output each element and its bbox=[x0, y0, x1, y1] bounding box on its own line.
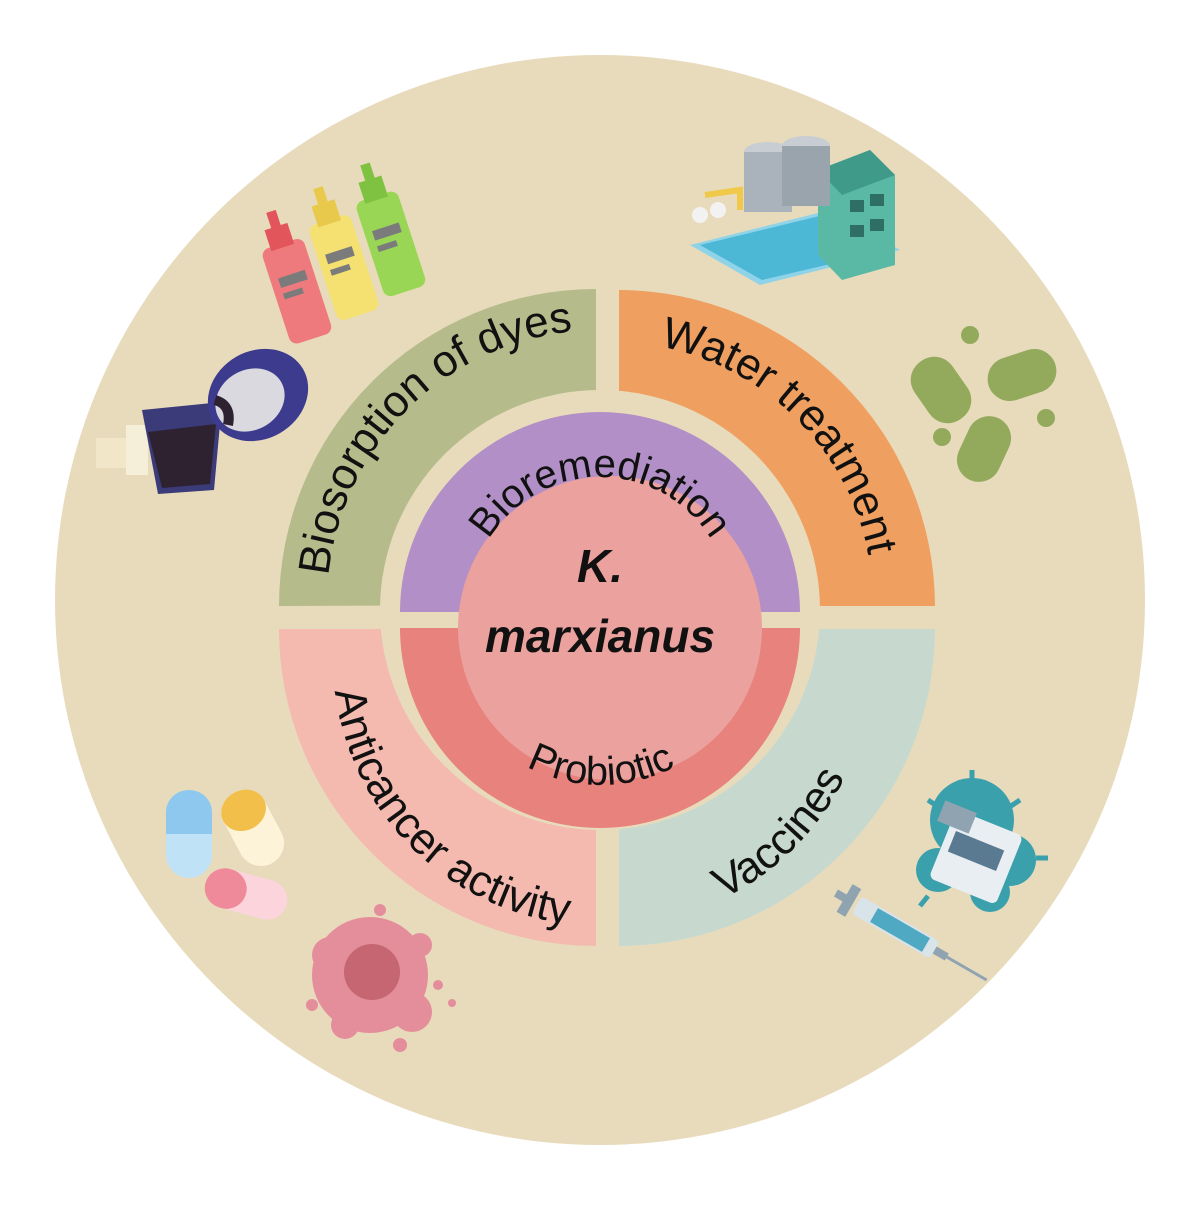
water-treatment-plant-icon bbox=[690, 136, 900, 285]
bacteria-icon bbox=[910, 326, 1057, 482]
dye-pouring-icon bbox=[96, 348, 309, 494]
syringe-icon bbox=[833, 884, 988, 982]
dye-bottles-icon bbox=[262, 162, 426, 344]
cancer-cell-icon bbox=[306, 904, 456, 1052]
pills-icon bbox=[166, 789, 288, 920]
center-title-line1: K. bbox=[577, 540, 623, 592]
vaccine-virus-icon bbox=[916, 770, 1048, 912]
center-circle bbox=[458, 476, 762, 780]
center-title-line2: marxianus bbox=[485, 610, 715, 662]
